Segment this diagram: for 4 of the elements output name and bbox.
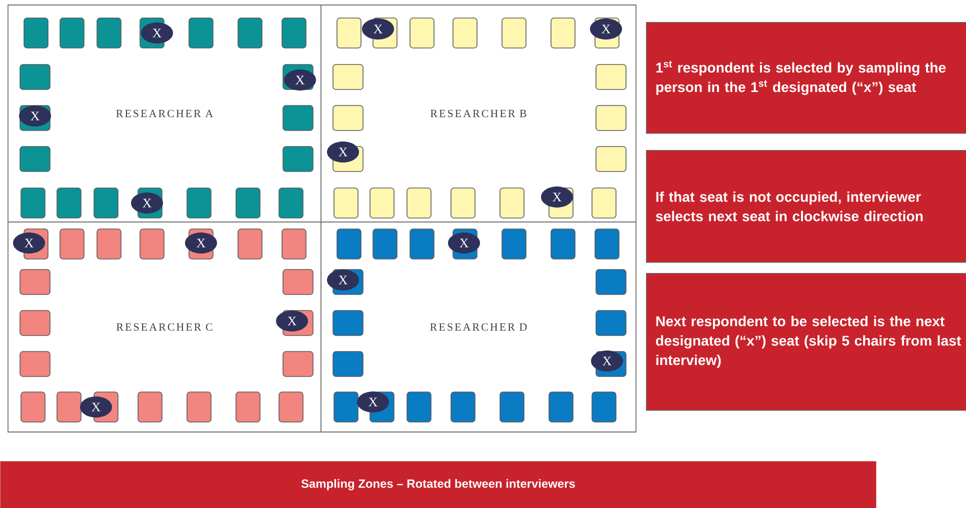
banner: Sampling Zones – Rotated between interviewers — [0, 461, 876, 508]
note-box: If that seat is not occupied, interviewer selects next seat in clockwise direction — [646, 150, 966, 263]
note-box: Next respondent to be selected is the next designated (“x”) seat (skip 5 chairs from last interview) — [646, 273, 966, 411]
note-box: 1$^{st}$ respondent is selected by sampling the person in the 1$^{st}$ designated (“x”) seat — [646, 22, 966, 134]
